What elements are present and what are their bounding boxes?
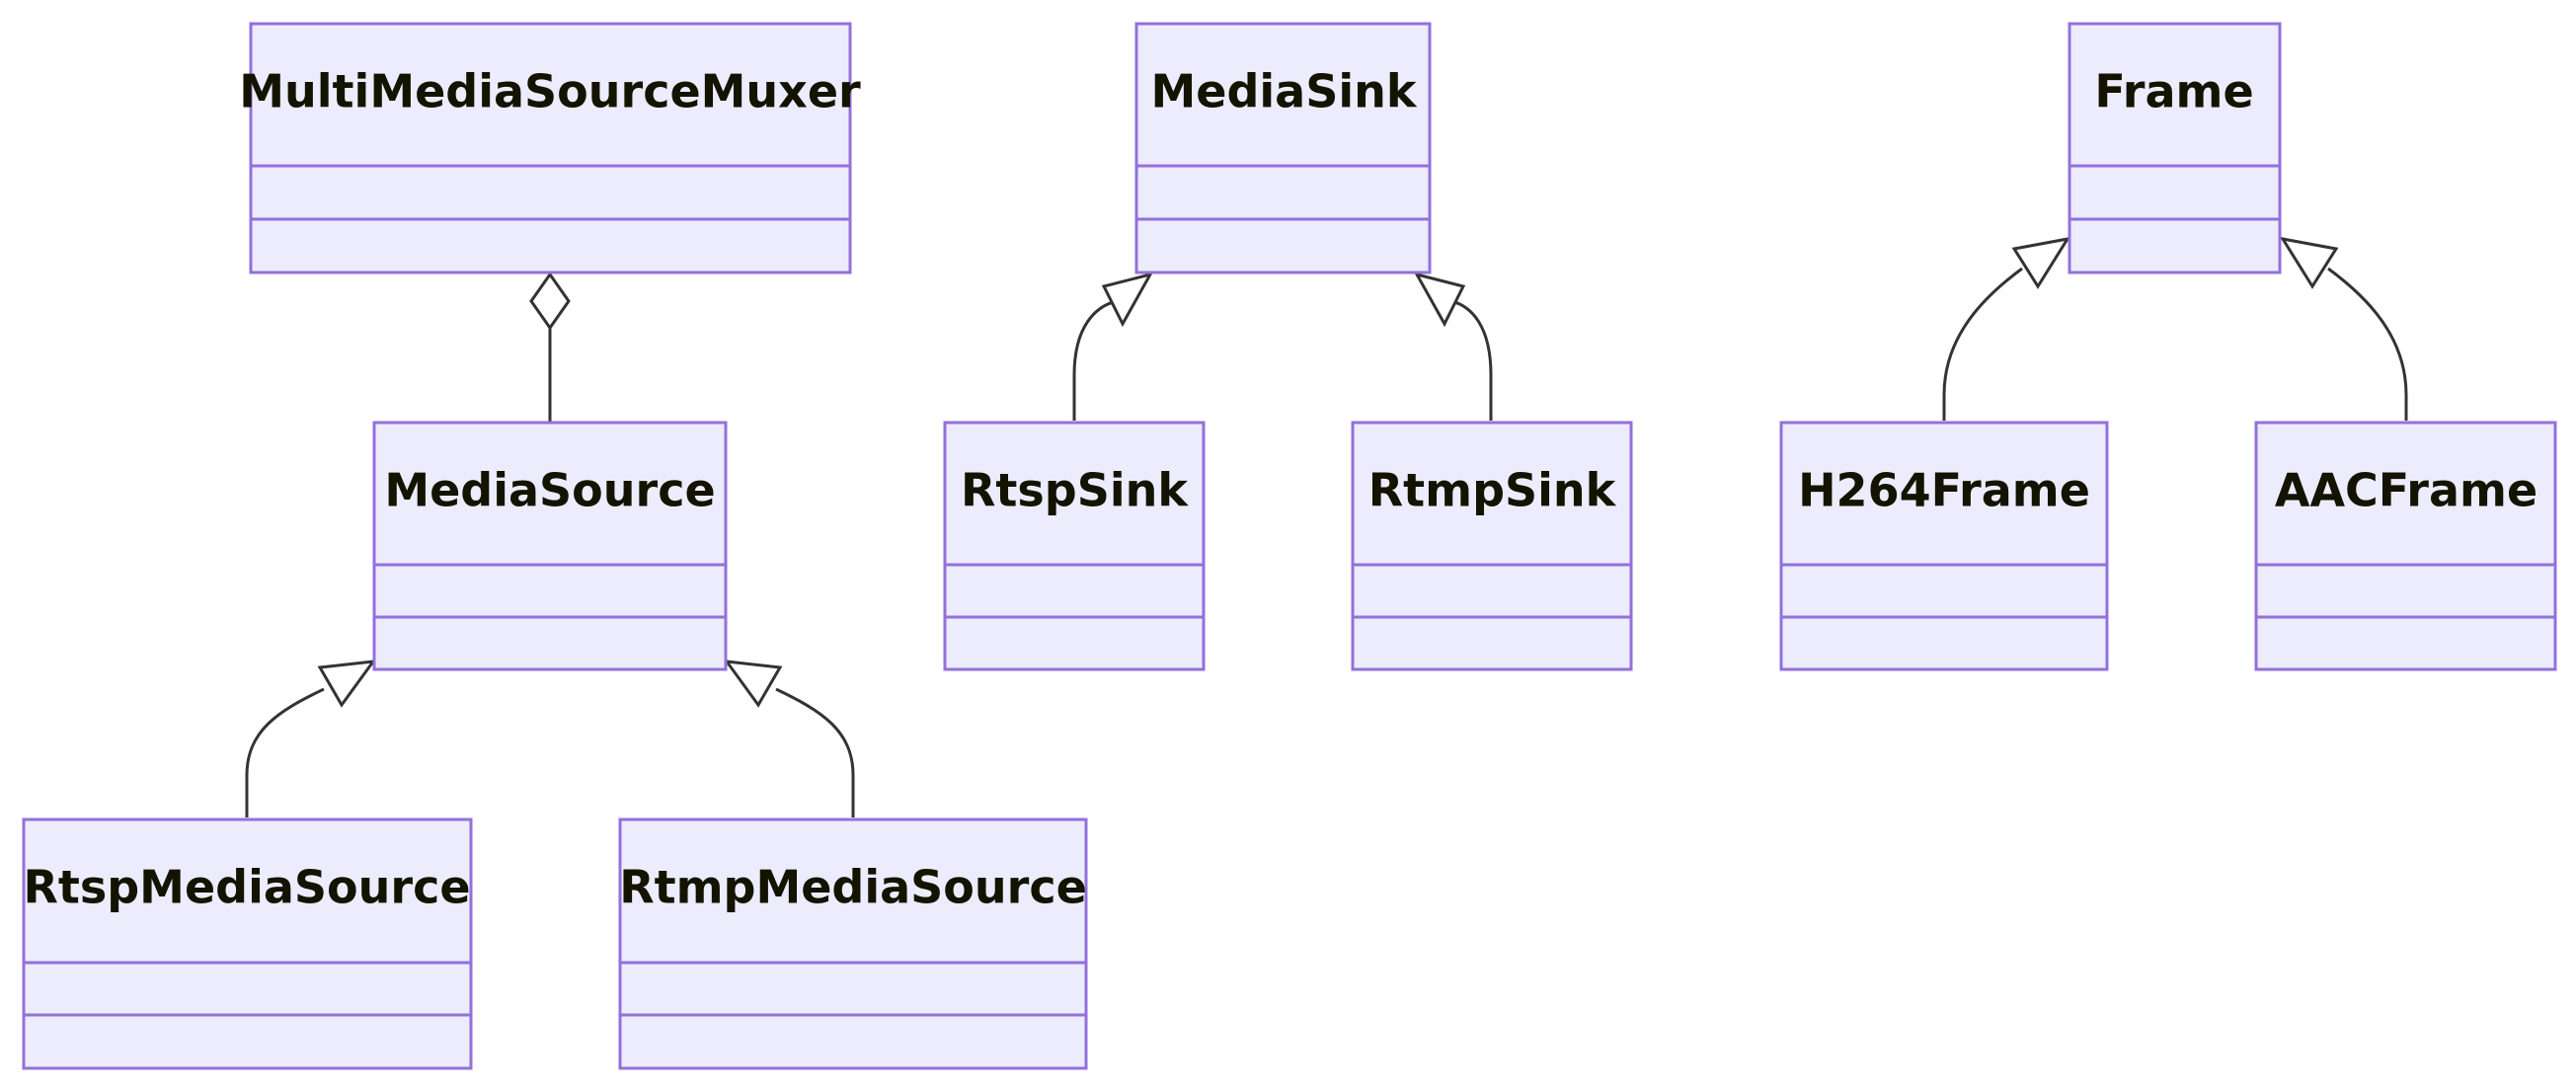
edge-rtspsink-mediasink [1072,272,1154,421]
class-aacframe[interactable]: AACFrame [2254,421,2557,671]
class-name: RtmpMediaSource [619,861,1087,914]
inheritance-arrow [1101,272,1154,328]
class-name: RtspMediaSource [23,861,470,914]
class-h264frame[interactable]: H264Frame [1779,421,2109,671]
edge-mediasource-muxer [529,272,571,423]
class-name: MultiMediaSourceMuxer [239,65,861,118]
class-rtspmediasource[interactable]: RtspMediaSource [22,818,473,1070]
class-frame[interactable]: Frame [2068,22,2282,274]
class-name: H264Frame [1798,464,2090,517]
edge-aacframe-frame [2279,236,2408,421]
inheritance-arrow [1413,272,1466,328]
class-rtmpsink[interactable]: RtmpSink [1351,421,1633,671]
class-mediasink[interactable]: MediaSink [1134,22,1432,274]
class-name: AACFrame [2275,464,2537,517]
class-rtspsink[interactable]: RtspSink [943,421,1206,671]
inheritance-arrow [317,660,377,708]
class-rtmpmediasource[interactable]: RtmpMediaSource [618,818,1088,1070]
class-name: MediaSource [384,464,715,517]
aggregation-diamond [529,272,571,331]
class-mediasource[interactable]: MediaSource [372,421,728,671]
class-name: RtmpSink [1368,464,1617,517]
class-name: RtspSink [961,464,1189,517]
inheritance-arrow [2011,236,2071,289]
class-name: MediaSink [1151,65,1418,118]
inheritance-arrow [723,660,783,708]
edge-h264frame-frame [1942,236,2071,421]
edge-rtspmediasource-mediasource [245,660,377,818]
class-multimediasourcemuxer[interactable]: MultiMediaSourceMuxer [239,22,861,274]
class-name: Frame [2094,65,2253,118]
inheritance-arrow [2279,236,2339,289]
edge-rtmpmediasource-mediasource [723,660,855,818]
edge-rtmpsink-mediasink [1413,272,1493,421]
